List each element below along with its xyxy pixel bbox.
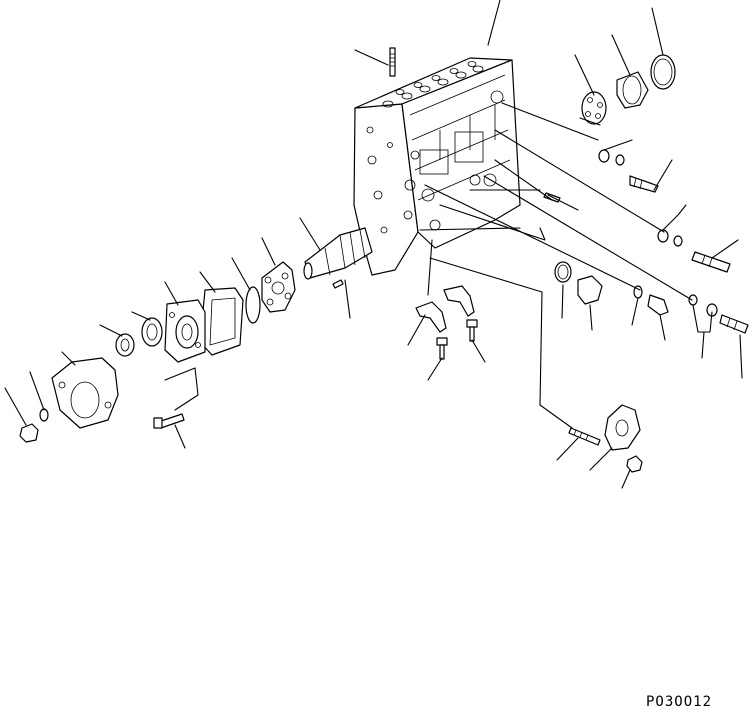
stud-top: [389, 47, 396, 77]
right-side-parts: [415, 54, 749, 473]
drive-end-parts: [19, 261, 344, 443]
leader-lines: [4, 0, 743, 489]
pump-housing: [303, 57, 521, 280]
drawing-code-label: PO3OO12: [646, 694, 713, 710]
